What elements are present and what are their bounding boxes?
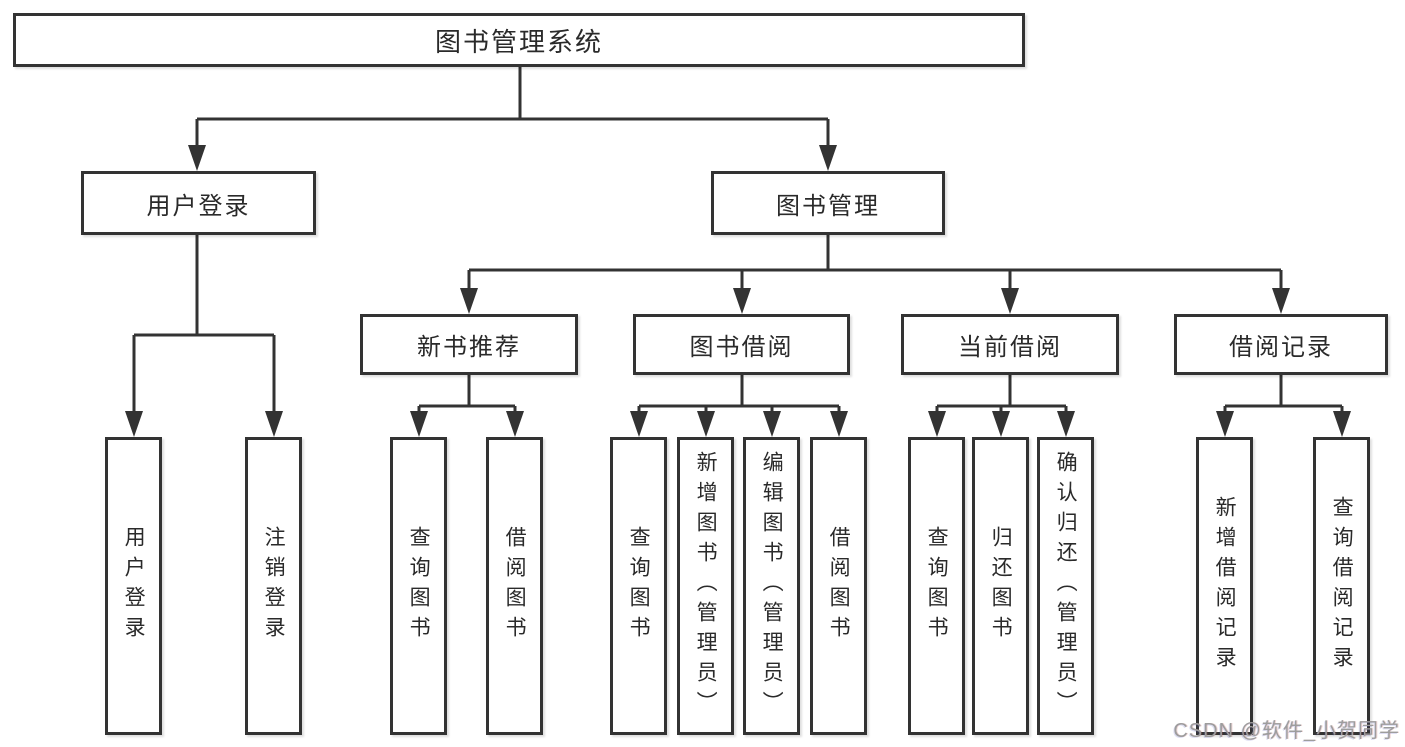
node-book-management-label: 图书管理 bbox=[776, 192, 880, 220]
leaf-add-borrow-record: 新增借阅记录 bbox=[1196, 437, 1253, 735]
leaf-add-books-admin: 新增图书（管理员） bbox=[677, 437, 734, 735]
node-user-login: 用户登录 bbox=[81, 171, 316, 235]
leaf-query-books-recommend-label: 查询图书 bbox=[407, 526, 431, 646]
node-borrowing-records: 借阅记录 bbox=[1174, 314, 1388, 375]
leaf-confirm-return-admin-label: 确认归还（管理员） bbox=[1054, 451, 1078, 721]
node-root: 图书管理系统 bbox=[13, 13, 1025, 67]
node-new-book-recommend-label: 新书推荐 bbox=[417, 334, 521, 361]
leaf-borrow-books-recommend: 借阅图书 bbox=[486, 437, 543, 735]
leaf-query-books-borrowing-label: 查询图书 bbox=[627, 526, 651, 646]
leaf-query-books-borrowing: 查询图书 bbox=[610, 437, 667, 735]
leaf-add-borrow-record-label: 新增借阅记录 bbox=[1213, 496, 1237, 676]
node-current-borrowing: 当前借阅 bbox=[901, 314, 1119, 375]
leaf-borrow-books: 借阅图书 bbox=[810, 437, 867, 735]
leaf-return-books: 归还图书 bbox=[972, 437, 1029, 735]
node-book-management: 图书管理 bbox=[711, 171, 945, 235]
node-root-label: 图书管理系统 bbox=[434, 26, 603, 57]
leaf-edit-books-admin: 编辑图书（管理员） bbox=[743, 437, 800, 735]
leaf-edit-books-admin-label: 编辑图书（管理员） bbox=[760, 451, 784, 721]
csdn-watermark: CSDN @软件_小贺同学 bbox=[1173, 720, 1400, 742]
node-current-borrowing-label: 当前借阅 bbox=[958, 334, 1062, 361]
node-new-book-recommend: 新书推荐 bbox=[360, 314, 578, 375]
leaf-user-login: 用户登录 bbox=[105, 437, 162, 735]
leaf-query-books-current-label: 查询图书 bbox=[925, 526, 949, 646]
leaf-query-books-current: 查询图书 bbox=[908, 437, 965, 735]
node-borrowing-records-label: 借阅记录 bbox=[1229, 334, 1333, 361]
leaf-return-books-label: 归还图书 bbox=[989, 526, 1013, 646]
leaf-logout-login-label: 注销登录 bbox=[262, 526, 286, 646]
leaf-logout-login: 注销登录 bbox=[245, 437, 302, 735]
leaf-confirm-return-admin: 确认归还（管理员） bbox=[1037, 437, 1094, 735]
leaf-query-books-recommend: 查询图书 bbox=[390, 437, 447, 735]
leaf-add-books-admin-label: 新增图书（管理员） bbox=[694, 451, 718, 721]
leaf-query-borrow-record-label: 查询借阅记录 bbox=[1330, 496, 1354, 676]
node-user-login-label: 用户登录 bbox=[146, 192, 251, 220]
leaf-query-borrow-record: 查询借阅记录 bbox=[1313, 437, 1370, 735]
leaf-borrow-books-recommend-label: 借阅图书 bbox=[503, 526, 527, 646]
node-book-borrowing-label: 图书借阅 bbox=[689, 334, 794, 361]
node-book-borrowing: 图书借阅 bbox=[633, 314, 850, 375]
leaf-borrow-books-label: 借阅图书 bbox=[827, 526, 851, 646]
leaf-user-login-label: 用户登录 bbox=[122, 526, 146, 646]
